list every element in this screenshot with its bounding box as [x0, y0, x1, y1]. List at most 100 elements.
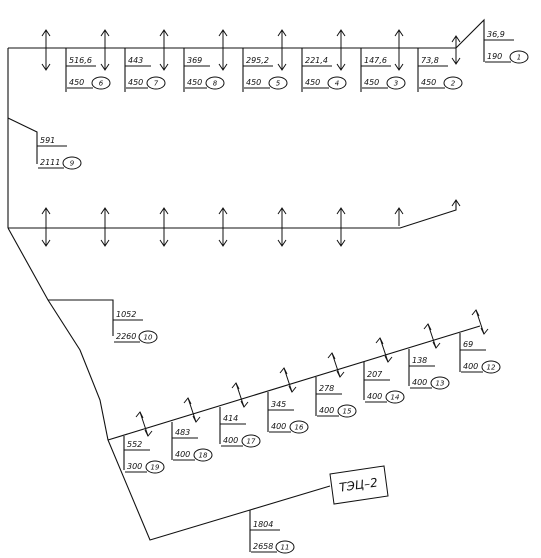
- node-label-18: 483 400 18: [172, 428, 213, 462]
- valve-arrow: [423, 323, 441, 349]
- node-label-2: 73,8 450 2: [418, 56, 463, 90]
- node-bottom-value: 450: [187, 78, 202, 87]
- node-bottom-value: 2658: [253, 542, 273, 551]
- valve-arrow: [394, 207, 404, 226]
- node-number-badge: [275, 540, 295, 554]
- node-bottom-value: 2111: [40, 158, 60, 167]
- valve-arrow: [279, 367, 297, 393]
- node-number: 17: [247, 438, 256, 446]
- node-top-value: 591: [40, 136, 55, 145]
- node-number: 11: [281, 544, 290, 552]
- node-number-badge: [138, 330, 158, 344]
- node-number: 8: [213, 80, 218, 88]
- node-top-value: 552: [127, 440, 142, 449]
- valve-arrow: [231, 382, 249, 408]
- valve-arrow: [471, 309, 489, 335]
- node-bottom-value: 400: [367, 392, 382, 401]
- valve-arrow: [100, 207, 110, 247]
- valve-arrow: [135, 411, 153, 437]
- lower-node-drops: [123, 333, 461, 552]
- node-top-value: 278: [319, 384, 334, 393]
- node-number-badge: [385, 390, 405, 404]
- upper-diagonal-line: [107, 325, 481, 441]
- node-number: 16: [295, 424, 304, 432]
- node-number-badge: [241, 434, 261, 448]
- node-bottom-value: 450: [421, 78, 436, 87]
- station-box: [329, 465, 389, 505]
- node-bottom-value: 190: [487, 52, 502, 61]
- node-number: 3: [394, 80, 398, 88]
- node-bottom-value: 450: [246, 78, 261, 87]
- node-top-value: 483: [175, 428, 190, 437]
- node-number-badge: [145, 460, 165, 474]
- node-number: 2: [451, 80, 456, 88]
- node-bottom-value: 400: [412, 378, 427, 387]
- valve-arrow: [327, 352, 345, 378]
- node-bottom-value: 2260: [116, 332, 136, 341]
- valve-arrow: [277, 207, 287, 247]
- pipe-lines: [7, 18, 485, 541]
- node-number: 10: [144, 334, 153, 342]
- node-top-value: 147,6: [364, 56, 387, 65]
- node-number: 5: [276, 80, 281, 88]
- node-bottom-value: 450: [69, 78, 84, 87]
- valve-arrow: [183, 397, 201, 423]
- node-bottom-value: 450: [128, 78, 143, 87]
- node-top-value: 207: [367, 370, 383, 379]
- node-bottom-value: 400: [223, 436, 238, 445]
- node-number-badge: [289, 420, 309, 434]
- node-label-7: 443 450 7: [125, 56, 166, 90]
- node-number: 9: [70, 160, 75, 168]
- node-number-badge: [62, 156, 82, 170]
- node-number-badge: [430, 376, 450, 390]
- valve-arrow: [159, 207, 169, 247]
- node-number: 1: [517, 54, 521, 62]
- node-number: 13: [436, 380, 445, 388]
- branch-10-line: [48, 299, 114, 336]
- valve-arrow: [451, 35, 461, 65]
- node-number: 6: [99, 80, 104, 88]
- station-tec2: ТЭЦ–2: [329, 465, 389, 505]
- valve-arrow: [277, 29, 287, 71]
- valve-arrow: [100, 29, 110, 71]
- lower-diagonal-line: [7, 227, 331, 541]
- station-label: ТЭЦ–2: [338, 475, 378, 494]
- node-number: 4: [335, 80, 339, 88]
- node-label-13: 138 400 13: [409, 356, 450, 390]
- node-top-value: 345: [271, 400, 286, 409]
- node-number: 18: [199, 452, 208, 460]
- node-number: 12: [487, 364, 496, 372]
- node-top-value: 443: [128, 56, 143, 65]
- valve-arrow: [41, 207, 51, 247]
- node-top-value: 36,9: [487, 30, 505, 39]
- node-bottom-value: 450: [305, 78, 320, 87]
- node-bottom-value: 400: [271, 422, 286, 431]
- node-label-3: 147,6 450 3: [361, 56, 406, 90]
- node-top-value: 138: [412, 356, 427, 365]
- node-top-value: 73,8: [421, 56, 439, 65]
- top-main-line: [8, 18, 485, 62]
- node-number-badge: [386, 76, 406, 90]
- valve-arrows: [41, 29, 489, 437]
- valve-arrow: [218, 29, 228, 71]
- node-number: 19: [151, 464, 160, 472]
- top-node-drops: [65, 48, 419, 92]
- node-bottom-value: 450: [364, 78, 379, 87]
- node-number: 15: [343, 408, 352, 416]
- valve-arrow: [451, 199, 461, 210]
- node-number: 7: [154, 80, 159, 88]
- valve-arrow: [336, 207, 346, 247]
- node-bottom-value: 400: [175, 450, 190, 459]
- node-label-16: 345 400 16: [268, 400, 309, 434]
- node-number-badge: [205, 76, 225, 90]
- node-number-badge: [481, 360, 501, 374]
